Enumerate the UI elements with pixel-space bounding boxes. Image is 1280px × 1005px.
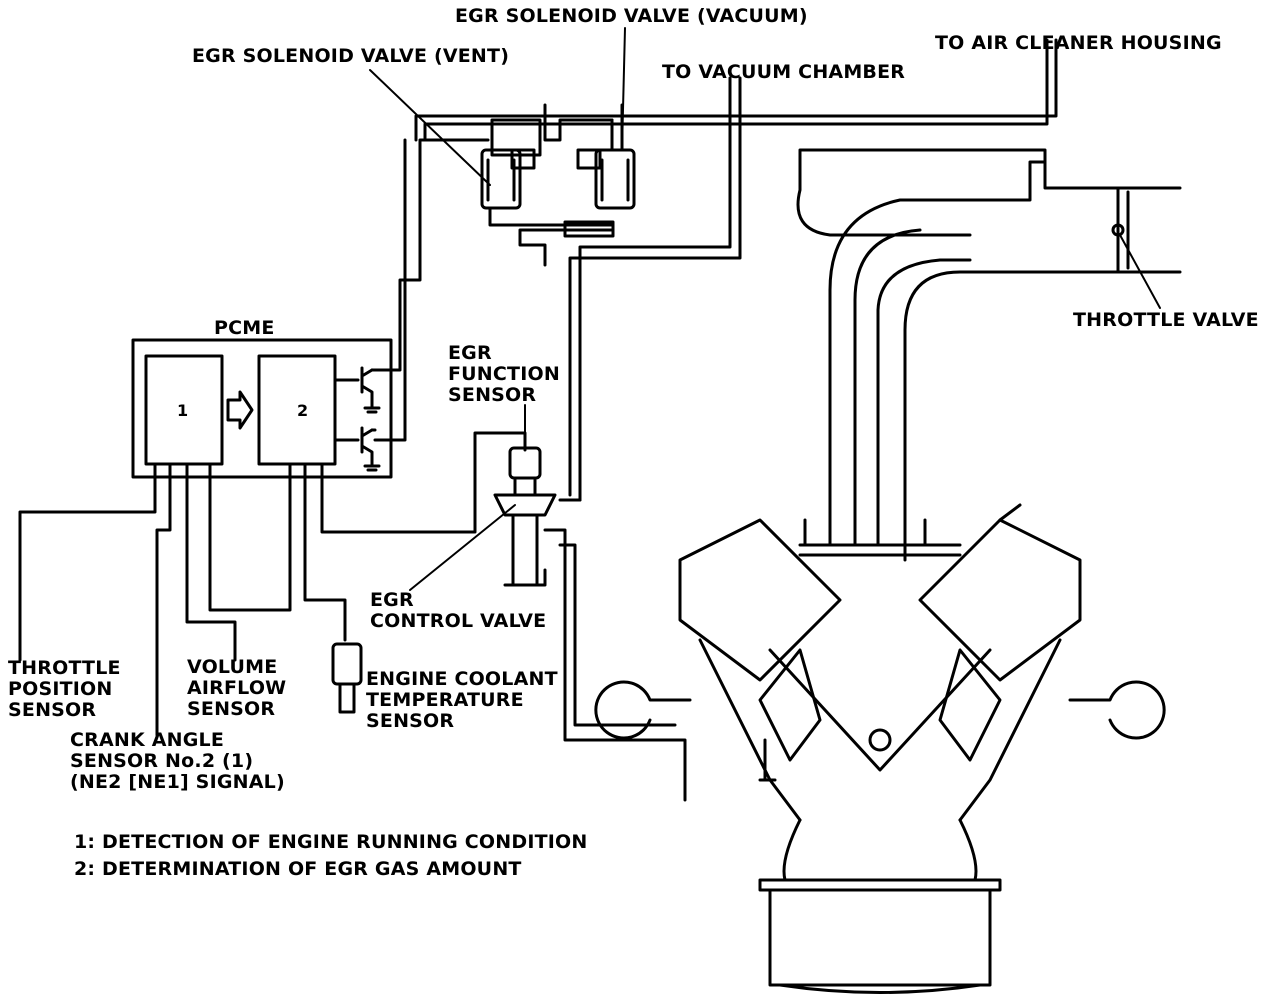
label-line: TEMPERATURE: [366, 689, 524, 711]
label-to-vacuum-chamber: TO VACUUM CHAMBER: [662, 61, 906, 83]
label-line: ENGINE COOLANT: [366, 668, 558, 690]
egr-solenoid-valve-vent: [480, 118, 614, 227]
label-line: SENSOR No.2 (1): [70, 750, 254, 772]
label-volume-airflow-sensor: VOLUME AIRFLOW SENSOR: [187, 657, 286, 720]
engine-block: [594, 503, 1166, 994]
label-line: SENSOR: [187, 698, 276, 720]
leader-lines: [369, 27, 1161, 591]
label-line: FUNCTION: [448, 363, 560, 385]
vacuum-hoses: [373, 38, 1058, 502]
label-egr-solenoid-vacuum: EGR SOLENOID VALVE (VACUUM): [455, 5, 808, 27]
label-line: POSITION: [8, 678, 113, 700]
label-line: (NE2 [NE1] SIGNAL): [70, 771, 285, 793]
label-egr-function-sensor: EGR FUNCTION SENSOR: [448, 343, 560, 406]
pcme-unit: [131, 338, 393, 479]
label-crank-angle-sensor: CRANK ANGLE SENSOR No.2 (1) (NE2 [NE1] S…: [70, 730, 285, 793]
label-line: SENSOR: [448, 384, 537, 406]
coolant-temp-sensor: [331, 642, 363, 714]
label-block-1: 1: [177, 401, 189, 420]
label-egr-solenoid-vent: EGR SOLENOID VALVE (VENT): [192, 45, 510, 67]
label-engine-coolant-sensor: ENGINE COOLANT TEMPERATURE SENSOR: [366, 669, 558, 732]
label-line: EGR: [370, 589, 414, 611]
label-block-2: 2: [297, 401, 309, 420]
label-pcme: PCME: [214, 317, 275, 339]
label-throttle-position-sensor: THROTTLE POSITION SENSOR: [8, 658, 121, 721]
label-line: SENSOR: [8, 699, 97, 721]
legend: 1: DETECTION OF ENGINE RUNNING CONDITION…: [74, 832, 588, 880]
label-line: CONTROL VALVE: [370, 610, 547, 632]
label-line: SENSOR: [366, 710, 455, 732]
legend-item: 1: DETECTION OF ENGINE RUNNING CONDITION: [74, 831, 588, 853]
label-line: THROTTLE: [8, 657, 121, 679]
egr-control-valve: [493, 446, 687, 802]
label-line: EGR: [448, 342, 492, 364]
label-to-air-cleaner: TO AIR CLEANER HOUSING: [935, 32, 1222, 54]
label-throttle-valve: THROTTLE VALVE: [1073, 309, 1259, 331]
intake-manifold: [796, 148, 1182, 562]
label-egr-control-valve: EGR CONTROL VALVE: [370, 590, 546, 632]
legend-item: 2: DETERMINATION OF EGR GAS AMOUNT: [74, 858, 522, 880]
label-line: CRANK ANGLE: [70, 729, 225, 751]
label-line: AIRFLOW: [187, 677, 287, 699]
label-line: VOLUME: [187, 656, 278, 678]
